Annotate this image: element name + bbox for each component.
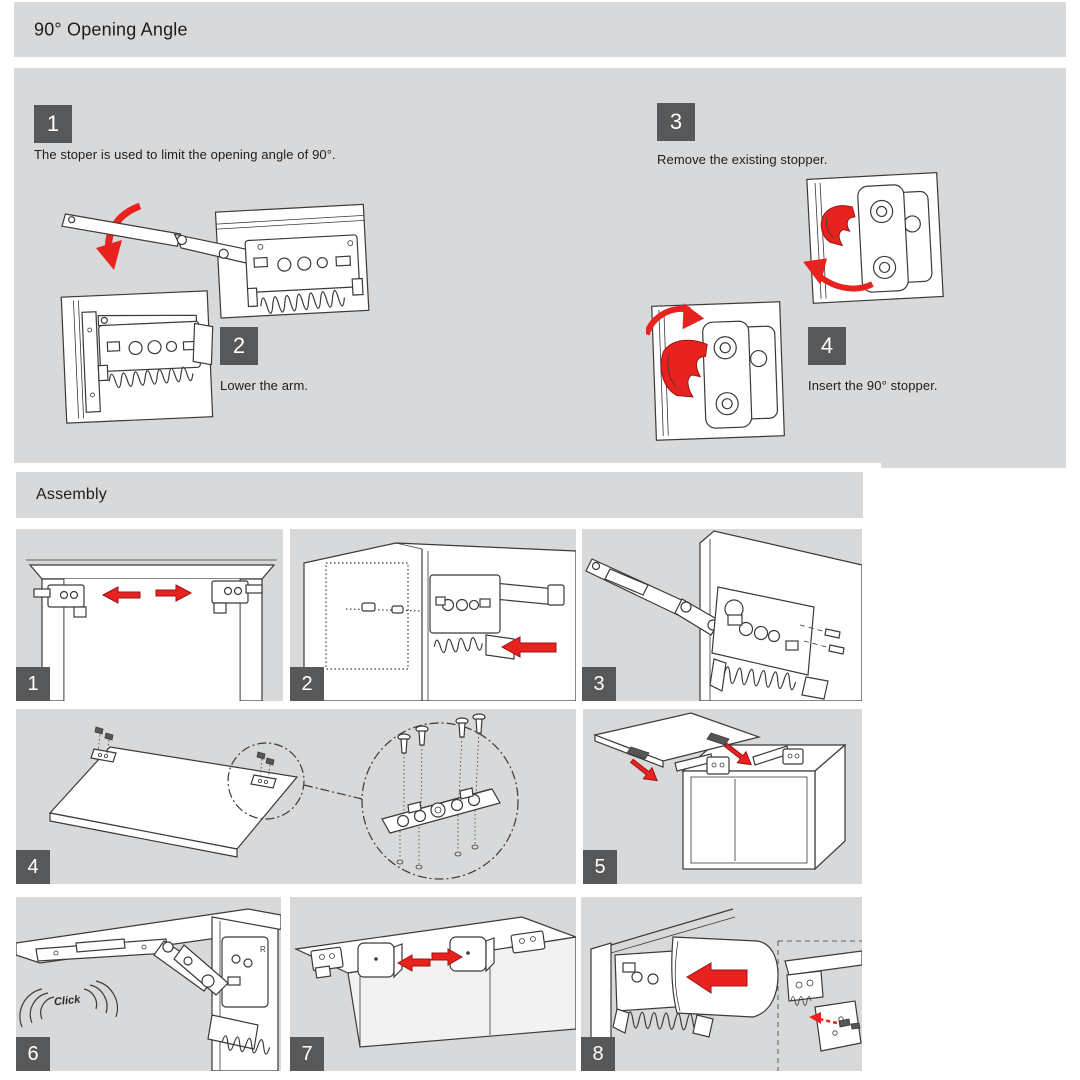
assembly-panel-7: 7 [290, 897, 576, 1071]
step-4-illustration [646, 301, 785, 441]
step-badge-4: 4 [808, 327, 846, 365]
step-badge-1: 1 [34, 105, 72, 143]
assembly-badge-3: 3 [582, 667, 616, 701]
page-title: 90° Opening Angle [34, 19, 188, 39]
stopper-section-extension [881, 463, 1066, 468]
left-cover-icon [357, 942, 403, 979]
right-cover-icon [449, 936, 495, 973]
screw-icons [397, 713, 486, 754]
click-sound-arcs-icon [19, 980, 119, 1028]
assembly-badge-1: 1 [16, 667, 50, 701]
step-3-description: Remove the existing stopper. [657, 152, 828, 167]
remove-arrow-icon [803, 258, 874, 292]
assembly-step-1-illustration [26, 559, 277, 701]
assembly-panel-5: 5 [583, 709, 862, 884]
part-marking-r: R [260, 945, 266, 954]
assembly-panel-2: 2 [290, 529, 576, 701]
assembly-bar: Assembly [16, 472, 863, 518]
assembly-title: Assembly [36, 486, 107, 503]
cover-slide-arrow-icons [396, 948, 464, 972]
assembly-step-4-illustration [48, 713, 519, 880]
assembly-step-5-illustration [592, 712, 847, 871]
header-bar: 90° Opening Angle [14, 2, 1066, 57]
stopper-removed-icon [820, 205, 856, 247]
step-badge-2: 2 [220, 327, 258, 365]
hinge-arm-drawing [585, 558, 721, 636]
step-2-description: Lower the arm. [220, 378, 309, 393]
assembly-panel-4: 4 [16, 709, 576, 884]
step-1-description: The stoper is used to limit the opening … [34, 147, 336, 162]
slide-right-arrow-icon [155, 584, 193, 602]
assembly-panel-3: 3 [582, 529, 862, 701]
hinge-arm-lowered-drawing [60, 290, 214, 424]
left-hinge-arm-icon [674, 753, 730, 775]
step-badge-3: 3 [657, 103, 695, 141]
step-1-2-illustration [60, 202, 370, 424]
mounting-plate-circled-icon [227, 742, 305, 820]
assembly-step-3-illustration [585, 530, 862, 701]
right-hinge-icon [510, 930, 546, 954]
magnified-plate-detail [361, 713, 519, 880]
hinge-body-drawing [207, 936, 271, 1055]
assembly-panel-1: 1 [16, 529, 283, 701]
mounting-plate-icon [90, 726, 117, 763]
assembly-badge-4: 4 [16, 850, 50, 884]
step-3-illustration [803, 171, 944, 304]
assembly-panel-8: 8 [581, 897, 862, 1071]
step-4-description: Insert the 90° stopper. [808, 378, 938, 393]
assembly-badge-2: 2 [290, 667, 324, 701]
hinge-body-drawing [709, 586, 845, 700]
detail-view-drawing [784, 950, 862, 1052]
assembly-step-2-illustration [303, 542, 576, 701]
door-panel-drawing [592, 712, 762, 768]
assembly-step-7-illustration [293, 916, 576, 1048]
hinge-mechanism-drawing [429, 574, 565, 660]
insert-left-arrow-icon [500, 636, 557, 658]
insert-arrow-icon [646, 303, 705, 336]
right-hinge-arm-icon [752, 745, 804, 766]
dowel-icons [361, 602, 404, 614]
hinge-arm-raised-drawing [61, 203, 370, 319]
assembly-badge-8: 8 [581, 1037, 615, 1071]
assembly-panel-6: Click R 6 [16, 897, 281, 1071]
assembly-step-8-illustration [590, 908, 862, 1071]
left-hinge-icon [33, 584, 87, 618]
cover-slide-arrow-icon [686, 962, 748, 994]
place-door-arrow-icons [629, 742, 752, 782]
assembly-step-6-illustration [16, 908, 281, 1071]
left-hinge-icon [310, 946, 344, 979]
right-hinge-icon [211, 580, 263, 614]
assembly-badge-7: 7 [290, 1037, 324, 1071]
slide-left-arrow-icon [101, 586, 141, 604]
assembly-badge-6: 6 [16, 1037, 50, 1071]
stopper-90-icon [660, 339, 708, 398]
hinge-arm-drawing [35, 938, 229, 996]
assembly-badge-5: 5 [583, 850, 617, 884]
